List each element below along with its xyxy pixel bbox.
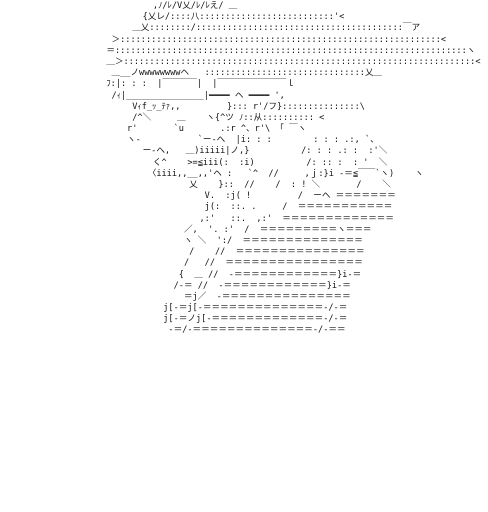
ascii-art-line: く^ >=≦iii(: :i) /: :: : : ' ＼ — [96, 157, 388, 168]
ascii-art-line: ヽ ＼ ':/ ＝＝＝＝＝＝＝＝＝＝＝＝＝＝ — [96, 235, 363, 246]
ascii-art-line: ,ﾉ/ﾚ/V乂/ﾚ/ﾚえ/ ＿ — [96, 1, 238, 11]
ascii-art-line: 〈iiii,,__,,'ヘ : `^ // ,ｊ:}i ‐＝≦￣￣`ヽ) ヽ — [96, 168, 424, 179]
ascii-art-line: ,:' ::. ,:' ＝＝＝＝＝＝＝＝＝＝＝＝＝ — [96, 213, 394, 224]
ascii-art-line: ＝:::::::::::::::::::::::::::::::::::::::… — [96, 45, 476, 56]
ascii-art-line: /^＼ ＿ ヽ{^ツ ﾉ::从:::::::::: < — [96, 112, 325, 123]
ascii-art-line: ー‐へ, ＿)iiiii|ノ,} /: : : .: : :'＼ — [96, 146, 388, 157]
ascii-art-line: ＝j／ ‐＝＝＝＝＝＝＝＝＝＝＝＝＝＝＝ — [96, 291, 351, 302]
ascii-art-line: ＿＞::::::::::::::::::::::::::::::::::::::… — [96, 56, 481, 67]
ascii-art-line: {乂レ/::::八::::::::::::::::::::::::::'< — [96, 12, 345, 23]
ascii-art-line: ＿__ノwwwwwwwwヘ ::::::::::::::::::::::::::… — [96, 68, 383, 79]
ascii-art-line: ﾌ:|: : : |￣￣￣￣| |￣￣￣￣￣￣￣￣ｌ — [96, 79, 295, 90]
ascii-art-line: ／, '. :' / ＝＝＝＝＝＝＝＝＝ヽ＝＝＝ — [96, 224, 372, 235]
ascii-art-line: ‐＝/‐＝＝＝＝＝＝＝＝＝＝＝＝＝＝‐/‐＝＝ — [96, 325, 346, 336]
ascii-art-line: ヽ- `ー‐へ |i: : : : : : .:, `、 — [96, 135, 379, 146]
ascii-art-line: / // ＝＝＝＝＝＝＝＝＝＝＝＝＝＝＝＝ — [96, 258, 363, 269]
ascii-art-line: ＿乂::::::::/:::::::::::::::::::::::::::::… — [96, 23, 421, 34]
ascii-art-line: j(: ::. . / ＝＝＝＝＝＝＝＝＝＝＝ — [96, 202, 393, 213]
ascii-art-line: r' `u .:r ^、r'\ 「 ￣ヽ — [96, 124, 307, 135]
ascii-art-line: j[‐＝ノj[‐＝＝＝＝＝＝＝＝＝＝＝＝＝‐/‐＝ — [96, 314, 348, 325]
ascii-art-line: /ｨ|_______________|━━━━ ヘ ━━━━ ', — [96, 90, 285, 101]
ascii-art-line: / // ＝＝＝＝＝＝＝＝＝＝＝＝＝＝＝ — [96, 247, 365, 258]
ascii-art-line: Vｨf_ｯ_ﾃｧ,, }::: r'/フ}:::::::::::::::\ — [96, 101, 365, 112]
ascii-art-line: { ＿ // ‐＝＝＝＝＝＝＝＝＝＝＝＝}i‐＝ — [96, 269, 362, 280]
ascii-art-figure: ,ﾉ/ﾚ/V乂/ﾚ/ﾚえ/ ＿ {乂レ/::::八:::::::::::::::… — [96, 1, 481, 337]
ascii-art-line: /‐＝ // ‐＝＝＝＝＝＝＝＝＝＝＝＝}i‐＝ — [96, 280, 351, 291]
ascii-art-line: j[‐＝j[‐＝＝＝＝＝＝＝＝＝＝＝＝＝＝‐/‐＝ — [96, 303, 348, 314]
ascii-art-line: V. :j( ! / ーヘ ＝＝＝＝＝＝＝ — [96, 191, 396, 202]
ascii-art-line: ＞:::::::::::::::::::::::::::::::::::::::… — [96, 34, 447, 45]
ascii-art-line: 乂 }:: // / : ! ＼ / ＼ — [96, 180, 391, 190]
